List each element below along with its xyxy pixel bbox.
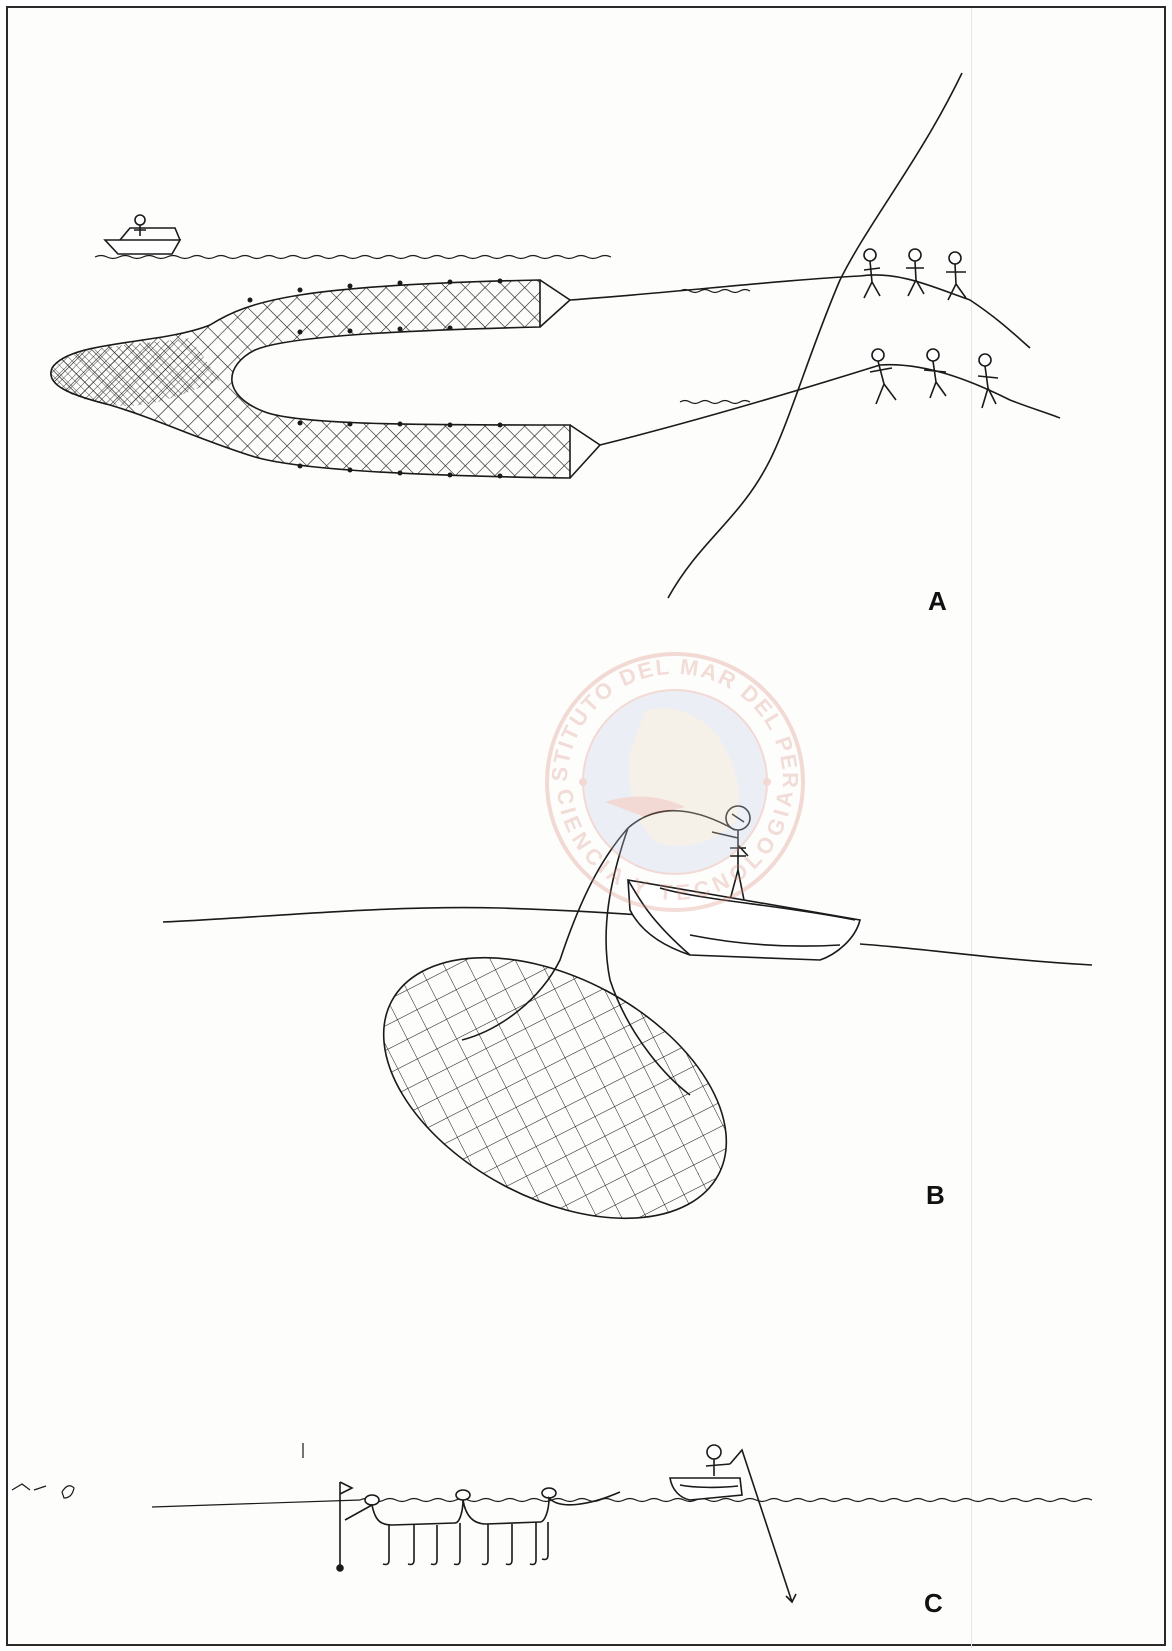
panel-label-b: B [926,1180,945,1211]
fishermen-lower [870,349,998,408]
panel-a-beach-seine [51,73,1060,598]
seal-lettering: INSTITUTO DEL MAR DEL PERU CIENCIA Y TEC… [545,652,805,912]
sea-surface [95,256,611,259]
water-line-c [152,1499,1092,1508]
svg-text:INSTITUTO DEL MAR DEL PERU: INSTITUTO DEL MAR DEL PERU [547,654,803,790]
water-line-b [163,908,1092,965]
hooks [383,1522,548,1565]
tow-rope-upper [570,276,860,300]
longline-floats [365,1488,556,1505]
shoreline [668,73,962,598]
cast-net [340,904,770,1272]
flag-buoy [340,1482,352,1565]
panel-label-a: A [928,586,947,617]
seal-bottom-text: CIENCIA Y TECNOLOGIA [552,787,798,905]
panel-label-c: C [924,1588,943,1619]
svg-text:CIENCIA Y TECNOLOGIA: CIENCIA Y TECNOLOGIA [552,787,798,905]
panel-c-longline [12,1443,1092,1602]
small-boat [105,215,180,254]
tow-rope-lower [600,365,880,445]
boat-c [670,1445,796,1602]
mainline [345,1492,620,1525]
seal-top-text: INSTITUTO DEL MAR DEL PERU [547,654,803,790]
